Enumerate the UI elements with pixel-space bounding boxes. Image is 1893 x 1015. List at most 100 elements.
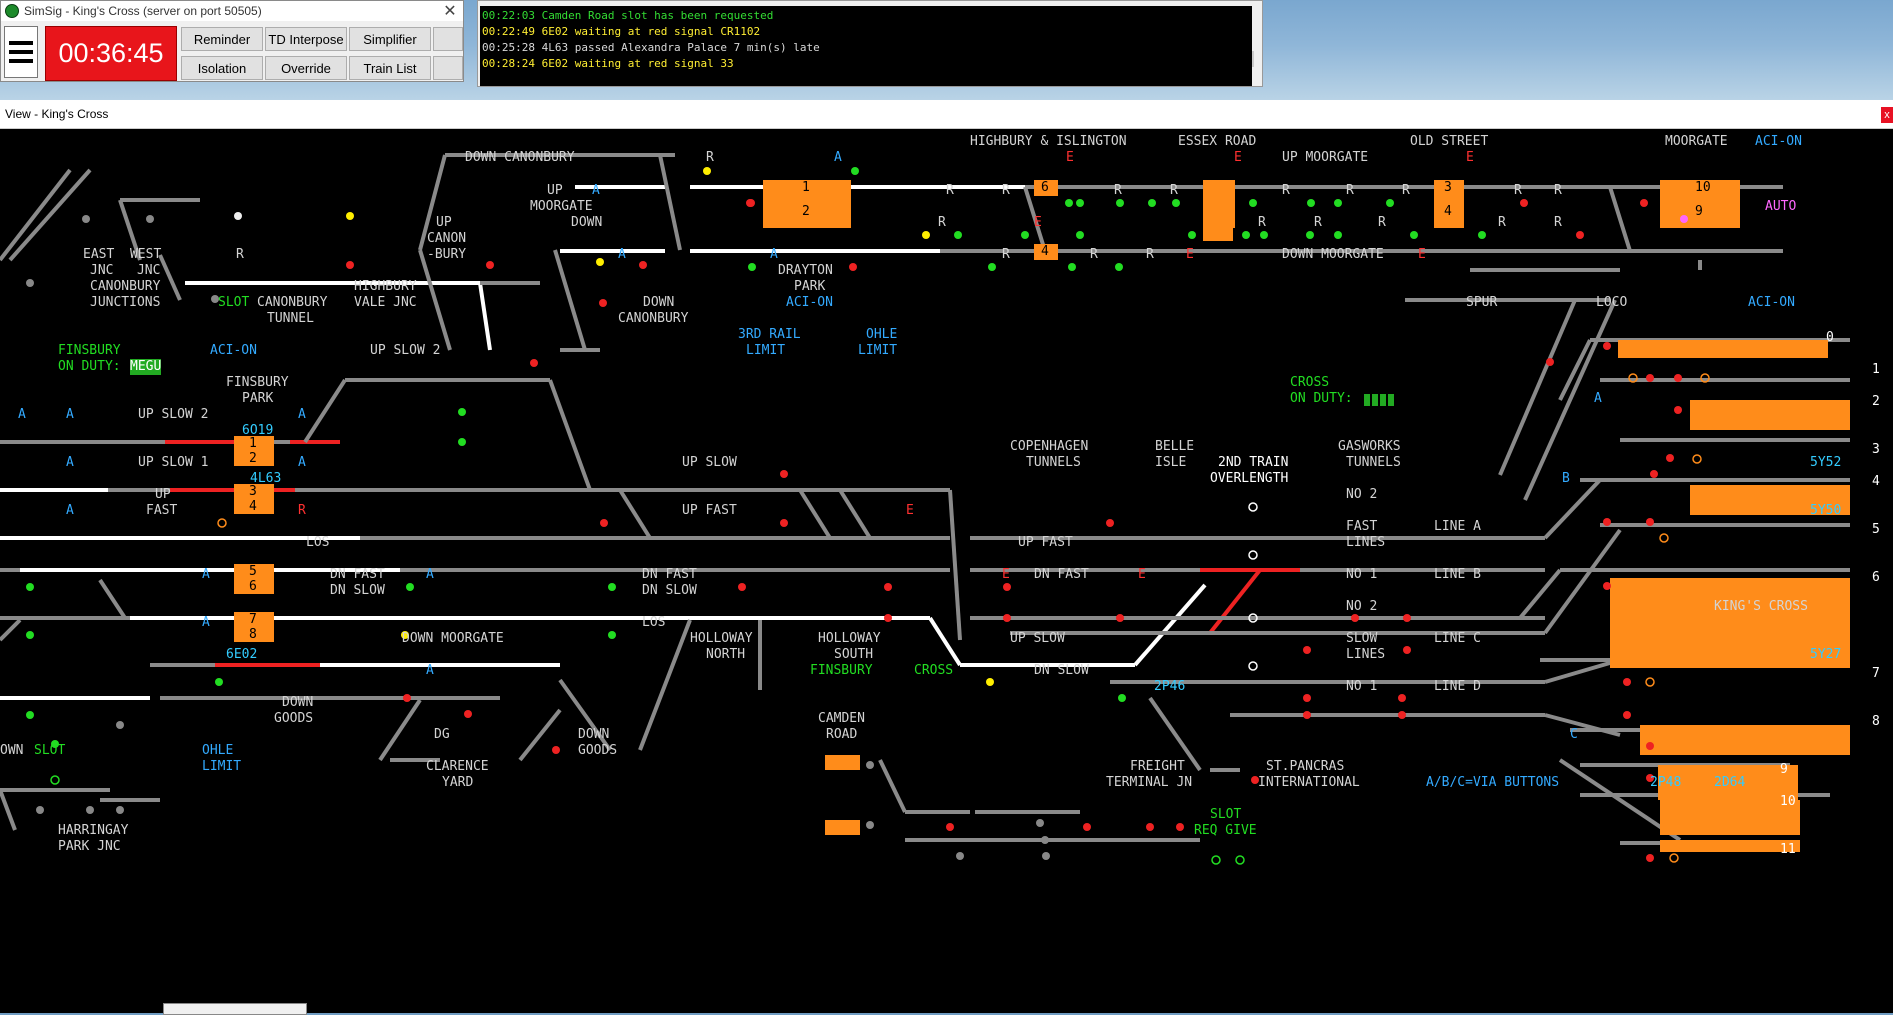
signal-aspect[interactable] [215, 678, 223, 686]
signal-aspect[interactable] [346, 212, 354, 220]
track-link[interactable] [1543, 528, 1622, 635]
train-list-button[interactable]: Train List [349, 56, 431, 80]
signal-aspect[interactable] [406, 583, 414, 591]
track-link[interactable] [8, 168, 92, 262]
control-window-titlebar[interactable]: SimSig - King's Cross (server on port 50… [1, 1, 463, 21]
track-link[interactable] [378, 698, 422, 762]
signal-aspect[interactable] [116, 721, 124, 729]
signal-aspect[interactable] [1576, 231, 1584, 239]
signal-aspect[interactable] [1003, 614, 1011, 622]
signal-aspect[interactable] [703, 167, 711, 175]
track-link[interactable] [158, 254, 182, 301]
track-link[interactable] [1518, 568, 1562, 620]
dn-route[interactable] [1133, 583, 1207, 667]
signal-aspect[interactable] [1251, 776, 1259, 784]
track-link[interactable] [303, 378, 347, 444]
signal-aspect[interactable] [780, 470, 788, 478]
track-link[interactable] [553, 249, 587, 351]
signal-aspect[interactable] [986, 678, 994, 686]
signal-aspect[interactable] [599, 299, 607, 307]
signal-aspect[interactable] [1303, 711, 1311, 719]
signal-aspect[interactable] [116, 806, 124, 814]
signal-aspect[interactable] [346, 261, 354, 269]
signal-aspect[interactable] [464, 710, 472, 718]
signal-aspect[interactable] [1478, 231, 1486, 239]
track-link[interactable] [1148, 696, 1202, 772]
track-link[interactable] [98, 578, 127, 620]
close-icon[interactable]: ✕ [443, 3, 457, 20]
signal-aspect[interactable] [780, 519, 788, 527]
signal-aspect[interactable] [1398, 711, 1406, 719]
signal-aspect[interactable] [1646, 374, 1654, 382]
signal-aspect[interactable] [1334, 199, 1342, 207]
signal-aspect[interactable] [1249, 199, 1257, 207]
signal-aspect[interactable] [1398, 694, 1406, 702]
track-link[interactable] [0, 789, 17, 831]
signal-aspect[interactable] [884, 583, 892, 591]
signal-marker[interactable] [1248, 661, 1258, 671]
signal-aspect[interactable] [1242, 231, 1250, 239]
signal-aspect[interactable] [988, 263, 996, 271]
message-log[interactable]: 00:22:03 Camden Road slot has been reque… [480, 6, 1252, 86]
signal-aspect[interactable] [849, 263, 857, 271]
canonbury-curve[interactable] [418, 249, 452, 351]
signal-marker[interactable] [1628, 373, 1638, 383]
track-link[interactable] [638, 619, 692, 751]
signal-marker[interactable] [217, 518, 227, 528]
signal-aspect[interactable] [1403, 646, 1411, 654]
signal-aspect[interactable] [1065, 199, 1073, 207]
minimized-window-tab[interactable] [163, 1003, 307, 1015]
signal-aspect[interactable] [1172, 199, 1180, 207]
track-link[interactable] [558, 678, 612, 752]
signal-marker[interactable] [1659, 533, 1669, 543]
track-link[interactable] [1023, 186, 1047, 252]
signal-aspect[interactable] [1115, 263, 1123, 271]
signal-aspect[interactable] [1623, 678, 1631, 686]
signal-aspect[interactable] [1260, 231, 1268, 239]
signal-aspect[interactable] [1116, 614, 1124, 622]
signal-aspect[interactable] [608, 583, 616, 591]
reminder-button[interactable]: Reminder [181, 27, 263, 51]
signal-aspect[interactable] [746, 199, 754, 207]
signal-aspect[interactable] [146, 215, 154, 223]
dn-route[interactable] [928, 616, 962, 667]
signal-aspect[interactable] [1410, 231, 1418, 239]
signal-aspect[interactable] [1646, 774, 1654, 782]
signal-aspect[interactable] [1306, 231, 1314, 239]
signal-aspect[interactable] [86, 806, 94, 814]
track-link[interactable] [1498, 299, 1577, 476]
signal-aspect[interactable] [403, 694, 411, 702]
signal-aspect[interactable] [1674, 406, 1682, 414]
track-link[interactable] [1544, 658, 1621, 684]
track-link[interactable] [798, 488, 832, 540]
signal-aspect[interactable] [1118, 694, 1126, 702]
signal-marker[interactable] [1669, 853, 1679, 863]
signal-aspect[interactable] [1546, 358, 1554, 366]
signal-aspect[interactable] [1076, 231, 1084, 239]
signal-aspect[interactable] [1116, 199, 1124, 207]
signal-aspect[interactable] [1520, 199, 1528, 207]
signal-aspect[interactable] [1646, 854, 1654, 862]
signal-aspect[interactable] [26, 711, 34, 719]
signal-marker[interactable] [1645, 677, 1655, 687]
signal-aspect[interactable] [1603, 582, 1611, 590]
signal-aspect[interactable] [1068, 263, 1076, 271]
signal-aspect[interactable] [1041, 836, 1049, 844]
simplifier-button[interactable]: Simplifier [349, 27, 431, 51]
signal-aspect[interactable] [1603, 342, 1611, 350]
signal-aspect[interactable] [1021, 231, 1029, 239]
td-interpose-button[interactable]: TD Interpose [265, 27, 347, 51]
hamburger-menu-button[interactable] [4, 26, 38, 78]
signal-aspect[interactable] [866, 821, 874, 829]
signal-aspect[interactable] [1674, 374, 1682, 382]
track-link[interactable] [948, 489, 962, 641]
signal-aspect[interactable] [600, 519, 608, 527]
signal-aspect[interactable] [36, 806, 44, 814]
signal-aspect[interactable] [1680, 215, 1688, 223]
signal-aspect[interactable] [26, 279, 34, 287]
signal-aspect[interactable] [922, 231, 930, 239]
signal-aspect[interactable] [82, 215, 90, 223]
signal-marker[interactable] [1235, 855, 1245, 865]
signal-aspect[interactable] [946, 823, 954, 831]
signal-aspect[interactable] [1650, 470, 1658, 478]
